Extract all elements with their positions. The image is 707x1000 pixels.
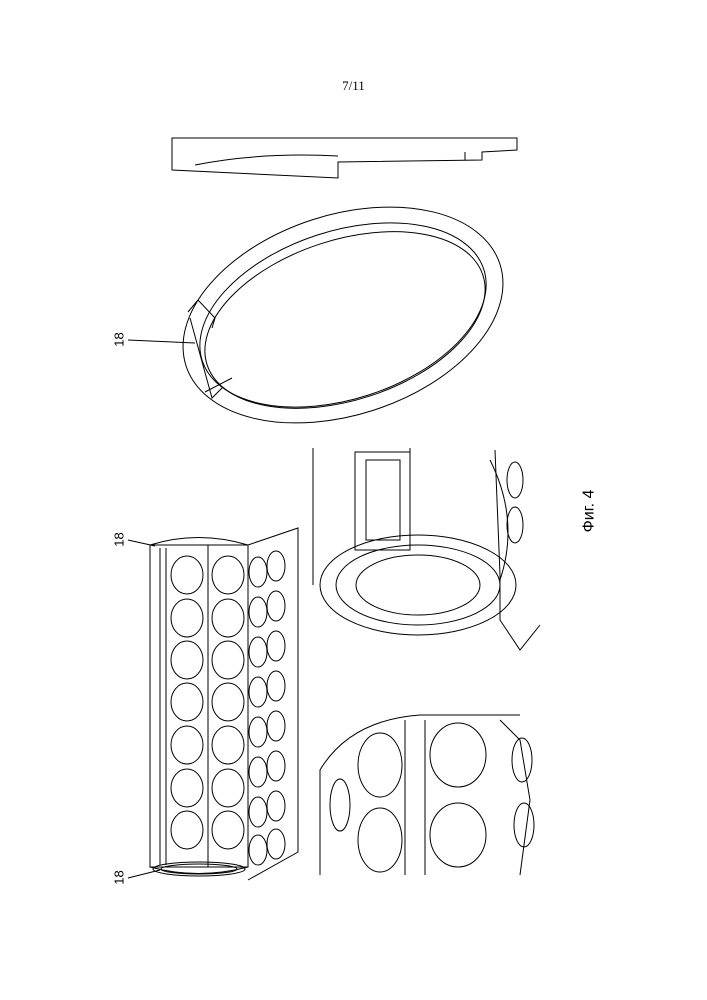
leader-line-cassette-bottom [128, 870, 160, 878]
reference-label-cassette-top: 18 [112, 532, 127, 546]
retaining-ring-isometric [155, 169, 531, 461]
ring-side-profile [172, 138, 517, 178]
reference-label-ring: 18 [112, 332, 127, 346]
cassette-isometric [150, 528, 298, 880]
reference-label-cassette-bottom: 18 [112, 870, 127, 884]
detail-cells [320, 715, 534, 875]
detail-end-cap [313, 448, 540, 650]
leader-line-ring [128, 340, 195, 343]
leader-line-cassette-top [128, 540, 155, 546]
figure-caption: Фиг. 4 [580, 490, 598, 533]
